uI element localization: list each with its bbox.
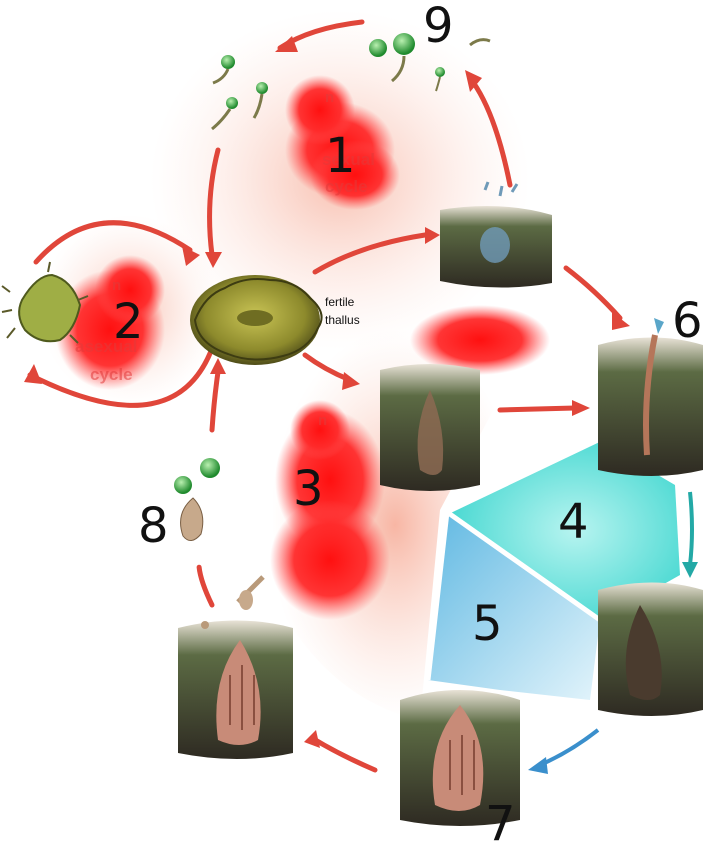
- arrow-teal: [690, 492, 692, 565]
- step-number-1: 1: [325, 128, 356, 184]
- soil-section-embryo: [598, 583, 703, 717]
- step-number-3: 3: [293, 461, 324, 517]
- step-number-6: 6: [672, 293, 703, 349]
- ploidy-label-mid: n: [318, 412, 327, 429]
- thallus-label: thallus: [325, 313, 360, 327]
- step-number-8: 8: [138, 498, 169, 554]
- ploidy-label-left: n: [112, 277, 121, 294]
- arrow-blue: [540, 730, 598, 765]
- germinating-spores: [174, 458, 263, 629]
- cycle-label-left-b: cycle: [90, 365, 133, 384]
- fertile-label: fertile: [325, 295, 355, 309]
- step-number-2: 2: [113, 294, 144, 350]
- step-number-9: 9: [423, 0, 454, 54]
- step-number-5: 5: [472, 596, 503, 652]
- soil-section-release: [178, 621, 293, 760]
- step-number-7: 7: [485, 796, 516, 848]
- soil-section-archegonium: [380, 364, 480, 491]
- step-number-4: 4: [558, 494, 589, 550]
- ploidy-label-top: n: [325, 89, 334, 106]
